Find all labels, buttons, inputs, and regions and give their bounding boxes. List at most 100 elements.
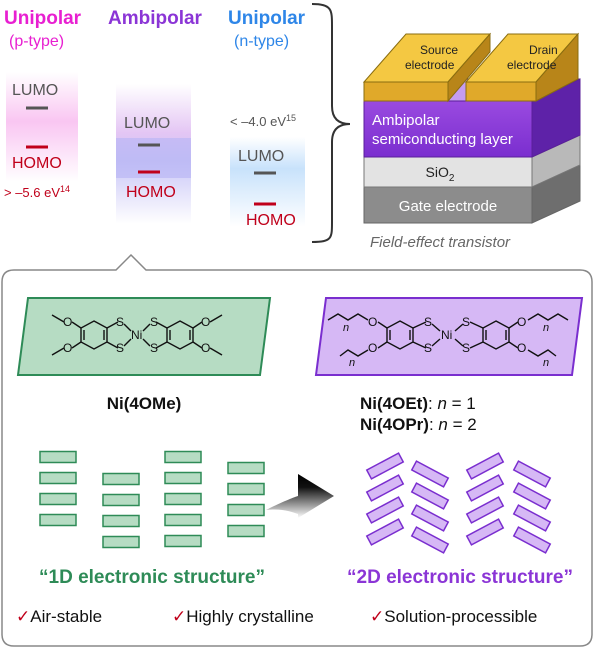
molecule-2d (410, 482, 450, 510)
semi-layer (363, 100, 533, 158)
p-type-ref: 14 (60, 184, 70, 194)
svg-text:O: O (201, 341, 210, 355)
drain-label-2: electrode (507, 58, 557, 72)
ambipolar-homo-label: HOMO (126, 184, 176, 201)
svg-text:S: S (150, 341, 158, 355)
molecule-1d (164, 450, 202, 464)
molecule-1d (164, 534, 202, 548)
caption-1d: “1D electronic structure” (39, 567, 265, 588)
svg-text:n: n (543, 322, 549, 334)
n-type-band (230, 137, 305, 227)
molecule-card-right: S S S S Ni O O O O n n n n (314, 297, 584, 376)
svg-text:n: n (543, 357, 549, 369)
check-icon: ✓ (16, 607, 30, 626)
n-type-title: Unipolar (228, 8, 306, 29)
feature-crystalline: ✓Highly crystalline (172, 607, 314, 626)
svg-text:O: O (517, 341, 526, 355)
energy-diagram: Unipolar (p-type) LUMO HOMO > –5.6 eV14 … (4, 8, 306, 229)
molecule-2d (365, 496, 405, 524)
molecule-2d (410, 526, 450, 554)
molecule-1d (227, 524, 265, 538)
molecule-1d (39, 450, 77, 464)
semi-label-1: Ambipolar (372, 112, 440, 129)
molecule-2d (512, 482, 552, 510)
molecule-1d (39, 513, 77, 527)
transform-arrow (266, 474, 334, 518)
check-icon: ✓ (172, 607, 186, 626)
ni4opr-label: Ni(4OPr): n = 2 (360, 415, 477, 434)
check-icon: ✓ (370, 607, 384, 626)
transistor: Gate electrode SiO2 Ambipolar semiconduc… (362, 32, 581, 251)
source-side (447, 32, 491, 103)
molecule-1d (164, 513, 202, 527)
n-type-lumo-label: LUMO (238, 148, 284, 165)
molecule-1d (39, 492, 77, 506)
packing-2d (365, 452, 552, 554)
n-type-ref: 15 (286, 113, 296, 123)
molecule-1d (227, 461, 265, 475)
molecule-2d (365, 474, 405, 502)
p-type-homo-label: HOMO (12, 155, 62, 172)
svg-text:O: O (517, 315, 526, 329)
curly-brace (311, 3, 351, 243)
drain-label-1: Drain (529, 43, 558, 57)
molecule-1d (102, 493, 140, 507)
p-type-band (6, 72, 78, 182)
p-type-subtitle: (p-type) (9, 33, 64, 50)
drain-side (535, 32, 579, 102)
source-label-1: Source (420, 43, 458, 57)
p-type-title: Unipolar (4, 8, 82, 29)
molecule-1d (164, 492, 202, 506)
n-type-homo-label: HOMO (246, 212, 296, 229)
source-front (363, 81, 449, 102)
n-type-subtitle: (n-type) (234, 33, 289, 50)
molecule-2d (410, 460, 450, 488)
molecule-2d (512, 460, 552, 488)
molecule-2d (410, 504, 450, 532)
ni4oet-structure (327, 313, 569, 357)
source-label-2: electrode (405, 58, 455, 72)
transistor-caption: Field-effect transistor (370, 234, 511, 251)
p-type-value: > –5.6 eV14 (4, 184, 70, 200)
molecule-1d (227, 503, 265, 517)
molecule-1d (164, 471, 202, 485)
svg-text:n: n (349, 357, 355, 369)
molecule-1d (227, 482, 265, 496)
svg-text:O: O (368, 315, 377, 329)
svg-text:S: S (116, 341, 124, 355)
svg-text:Ni: Ni (441, 328, 452, 342)
sio2-label: SiO2 (426, 164, 455, 184)
feature-list: ✓Air-stable ✓Highly crystalline ✓Solutio… (16, 607, 537, 626)
molecule-2d (465, 518, 505, 546)
molecule-1d (102, 514, 140, 528)
molecule-1d (39, 471, 77, 485)
molecule-2d (512, 504, 552, 532)
molecule-2d (365, 452, 405, 480)
svg-text:O: O (63, 341, 72, 355)
molecule-1d (102, 472, 140, 486)
ambipolar-lumo-label: LUMO (124, 115, 170, 132)
molecule-card-left: S S S S Ni O O O O (16, 297, 272, 376)
svg-text:S: S (150, 315, 158, 329)
molecule-1d (102, 535, 140, 549)
semi-label-2: semiconducting layer (372, 131, 513, 148)
svg-text:O: O (63, 315, 72, 329)
molecule-2d (365, 518, 405, 546)
ni4ome-structure (51, 314, 223, 356)
molecule-2d (465, 452, 505, 480)
svg-text:S: S (116, 315, 124, 329)
gate-label: Gate electrode (399, 198, 497, 215)
svg-text:S: S (424, 315, 432, 329)
svg-text:O: O (201, 315, 210, 329)
svg-text:Ni: Ni (131, 328, 142, 342)
svg-text:S: S (462, 315, 470, 329)
svg-text:S: S (462, 341, 470, 355)
ambipolar-title: Ambipolar (108, 8, 203, 29)
ni4oet-label: Ni(4OEt): n = 1 (360, 394, 476, 413)
svg-text:n: n (343, 322, 349, 334)
molecule-2d (465, 496, 505, 524)
drain-front (465, 81, 537, 102)
packing-1d (39, 450, 265, 549)
p-type-lumo-label: LUMO (12, 82, 58, 99)
